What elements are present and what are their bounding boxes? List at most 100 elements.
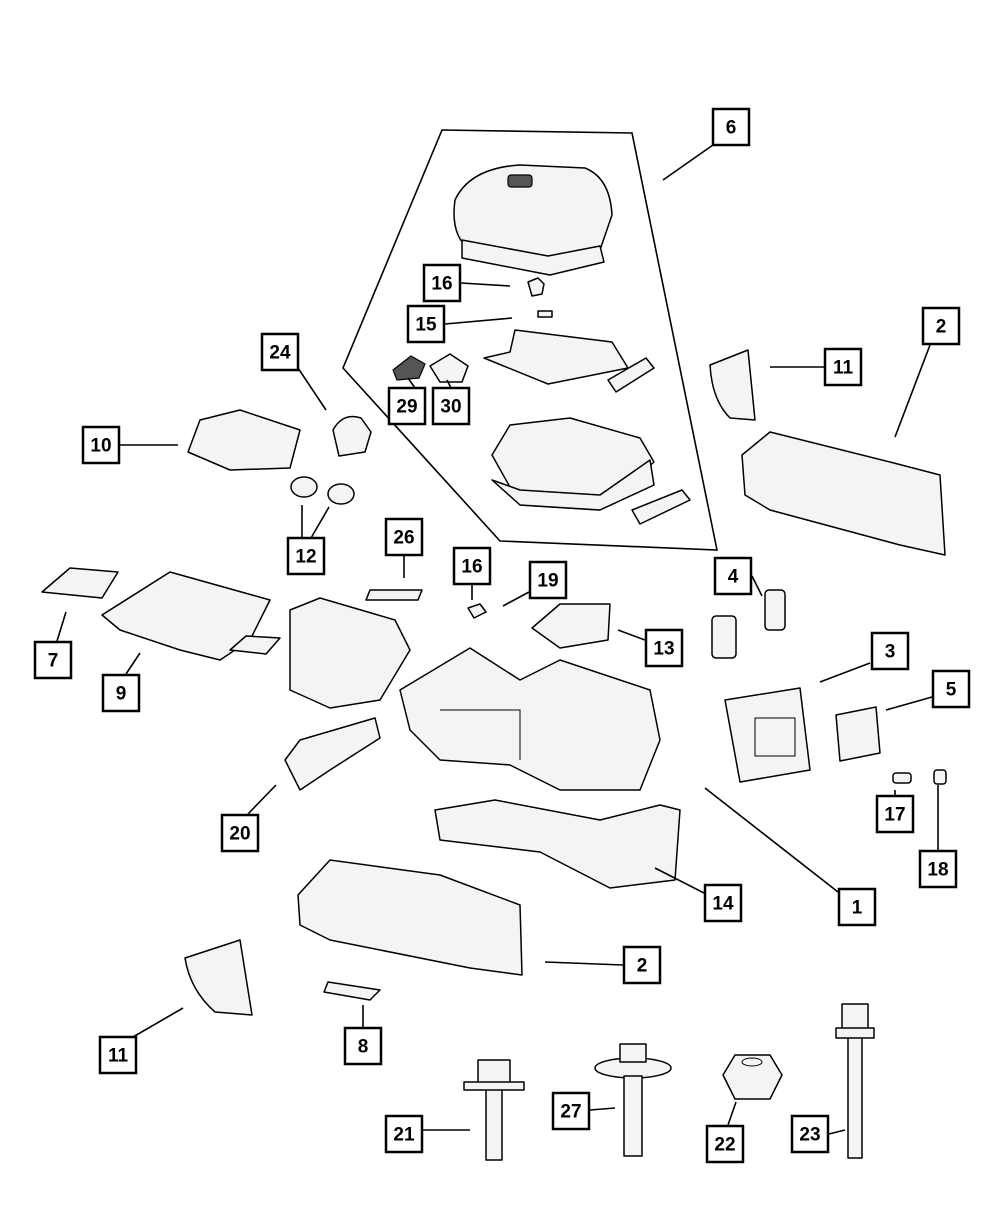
callout-12: 12 xyxy=(286,536,326,576)
callout-19: 19 xyxy=(528,560,568,600)
callout-number: 11 xyxy=(108,1046,129,1067)
callout-box xyxy=(33,640,73,680)
callout-box xyxy=(384,1114,424,1154)
small-mat xyxy=(229,635,281,655)
bezel-10 xyxy=(187,409,301,471)
callout-26: 26 xyxy=(384,517,424,557)
callout-15: 15 xyxy=(406,304,446,344)
callout-7: 7 xyxy=(33,640,73,680)
callout-box xyxy=(422,263,462,303)
plug-18 xyxy=(933,769,947,785)
callout-box xyxy=(931,669,971,709)
callout-box xyxy=(918,849,958,889)
callout-number: 16 xyxy=(461,557,482,578)
latch-29 xyxy=(392,355,426,381)
callout-1: 1 xyxy=(837,887,877,927)
callout-number: 20 xyxy=(229,824,250,845)
cupholder-bezel-24 xyxy=(332,415,372,457)
callout-number: 22 xyxy=(714,1135,735,1156)
nut-22 xyxy=(722,1054,783,1100)
armrest-lid xyxy=(453,164,613,276)
mat-13 xyxy=(531,603,611,649)
callout-number: 5 xyxy=(946,680,957,701)
callout-number: 23 xyxy=(799,1125,820,1146)
callout-24: 24 xyxy=(260,332,300,372)
callout-box xyxy=(286,536,326,576)
pad-8 xyxy=(323,981,381,1001)
callout-box xyxy=(528,560,568,600)
callout-box xyxy=(823,347,863,387)
hinge-bracket xyxy=(607,357,655,393)
callout-number: 11 xyxy=(833,358,854,379)
callout-21: 21 xyxy=(384,1114,424,1154)
callout-number: 8 xyxy=(358,1037,369,1058)
callout-number: 15 xyxy=(415,315,437,336)
callout-4: 4 xyxy=(713,556,753,596)
callout-number: 13 xyxy=(653,639,674,660)
callout-11: 11 xyxy=(98,1035,138,1075)
callout-number: 18 xyxy=(927,860,948,881)
callout-box xyxy=(452,546,492,586)
plug-17 xyxy=(892,772,912,784)
callout-box xyxy=(260,332,300,372)
tray-7 xyxy=(41,567,119,599)
callout-17: 17 xyxy=(875,794,915,834)
callout-number: 12 xyxy=(295,547,316,568)
hinge-bracket-lower xyxy=(631,489,691,525)
cupholder-inserts-12 xyxy=(290,476,355,505)
callout-box xyxy=(431,386,471,426)
callout-number: 19 xyxy=(537,571,558,592)
latch-30 xyxy=(429,353,469,383)
side-panel-2-bottom xyxy=(297,859,523,976)
callout-box xyxy=(870,631,910,671)
callout-box xyxy=(406,304,446,344)
callout-11: 11 xyxy=(823,347,863,387)
callout-box xyxy=(703,883,743,923)
callout-box xyxy=(98,1035,138,1075)
callout-number: 30 xyxy=(440,397,461,418)
callout-27: 27 xyxy=(551,1091,591,1131)
callout-number: 2 xyxy=(637,956,648,977)
bracket-20 xyxy=(284,717,381,791)
callout-13: 13 xyxy=(644,628,684,668)
callout-box xyxy=(921,306,961,346)
callout-number: 27 xyxy=(560,1102,581,1123)
callout-20: 20 xyxy=(220,813,260,853)
callout-number: 21 xyxy=(393,1125,415,1146)
callout-box xyxy=(875,794,915,834)
callout-number: 16 xyxy=(431,274,452,295)
callout-16: 16 xyxy=(452,546,492,586)
callout-box xyxy=(644,628,684,668)
leader-lines xyxy=(56,144,939,1135)
callout-number: 24 xyxy=(269,343,291,364)
callout-box xyxy=(384,517,424,557)
callout-number: 10 xyxy=(90,436,111,457)
callout-number: 7 xyxy=(48,651,59,672)
callout-box xyxy=(101,673,141,713)
callout-box xyxy=(343,1026,383,1066)
clip-16-top xyxy=(527,277,545,297)
duct-14 xyxy=(434,799,681,889)
callout-box xyxy=(387,386,427,426)
callout-box xyxy=(837,887,877,927)
callout-box xyxy=(705,1124,745,1164)
callout-14: 14 xyxy=(703,883,743,923)
console-base-1 xyxy=(399,647,661,791)
callout-number: 6 xyxy=(726,118,737,139)
side-panel-2-top xyxy=(741,431,946,556)
callout-box xyxy=(790,1114,830,1154)
armrest-group-outline xyxy=(342,129,718,551)
switch-5 xyxy=(835,706,881,762)
switch-16-mid xyxy=(467,603,487,619)
rear-bezel-3 xyxy=(724,687,811,783)
armrest-bin xyxy=(491,417,655,511)
callout-box xyxy=(713,556,753,596)
callout-18: 18 xyxy=(918,849,958,889)
callout-number: 9 xyxy=(116,684,127,705)
callout-10: 10 xyxy=(81,425,121,465)
callout-box xyxy=(551,1091,591,1131)
callout-2: 2 xyxy=(921,306,961,346)
